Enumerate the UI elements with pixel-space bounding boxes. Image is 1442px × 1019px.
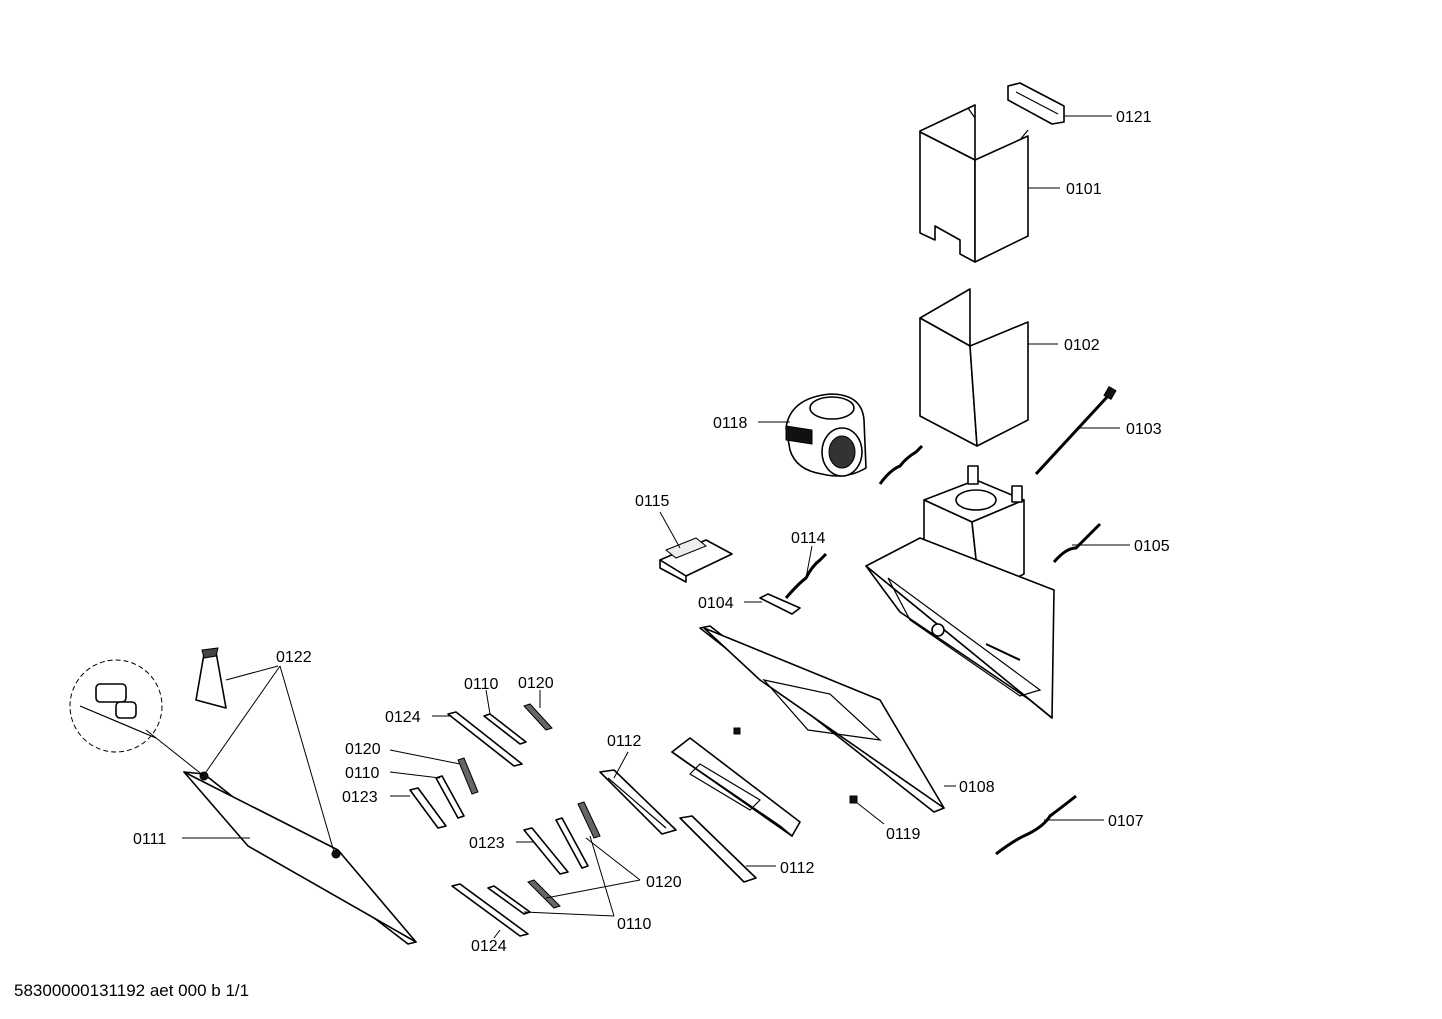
part-0120-lower-b: [527, 879, 561, 909]
callout-0103: 0103: [1126, 421, 1162, 438]
callout-0124-b: 0124: [471, 938, 507, 955]
callout-0101: 0101: [1066, 181, 1102, 198]
callout-0120-b: 0120: [345, 741, 381, 758]
callout-0107: 0107: [1108, 813, 1144, 830]
part-0112-lower: [679, 815, 757, 883]
part-0110-lower-a: [555, 817, 589, 869]
callout-0123-b: 0123: [469, 835, 505, 852]
callout-0122: 0122: [276, 649, 312, 666]
filter-frame: [671, 737, 801, 837]
callout-0108: 0108: [959, 779, 995, 796]
part-0118: [785, 393, 867, 477]
part-0105: [1052, 522, 1102, 563]
part-0107: [995, 794, 1077, 856]
callout-0102: 0102: [1064, 337, 1100, 354]
leader-lines: [145, 115, 1130, 939]
callout-0121: 0121: [1116, 109, 1152, 126]
part-0124-upper: [447, 711, 523, 767]
callout-0112-a: 0112: [607, 733, 642, 750]
callout-0110-c: 0110: [617, 916, 652, 933]
callout-0112-b: 0112: [780, 860, 815, 877]
part-0104: [759, 593, 801, 615]
callout-0114: 0114: [791, 530, 826, 547]
wire-harness-a: [878, 444, 924, 485]
part-0121: [1007, 82, 1065, 125]
part-0120-upper: [523, 703, 553, 731]
part-0123-mid: [409, 787, 447, 829]
part-0123-lower: [523, 827, 569, 875]
part-0102: [919, 288, 1029, 447]
hood-canopy: [865, 537, 1055, 719]
part-0124-lower: [451, 883, 529, 937]
callout-0123-a: 0123: [342, 789, 378, 806]
callout-0120-c: 0120: [646, 874, 682, 891]
part-0101: [919, 104, 1029, 263]
callout-0124-a: 0124: [385, 709, 421, 726]
callout-0105: 0105: [1134, 538, 1170, 555]
callout-0118: 0118: [713, 415, 748, 432]
callout-0119: 0119: [886, 826, 921, 843]
part-0110-upper: [483, 713, 527, 745]
callout-0120-a: 0120: [518, 675, 554, 692]
callout-labels: 0121 0101 0102 0103 0118 0115 0114 0105 …: [133, 109, 1170, 955]
callout-0115: 0115: [635, 493, 670, 510]
part-0119: [733, 727, 858, 804]
part-0120-mid: [457, 757, 479, 795]
part-0103: [1034, 385, 1117, 476]
part-0108: [699, 625, 945, 813]
detail-callout: [69, 659, 163, 753]
part-0122-cone: [195, 647, 227, 709]
document-id-footer: 58300000131192 aet 000 b 1/1: [14, 981, 250, 1000]
callout-0104: 0104: [698, 595, 734, 612]
callout-0110-a: 0110: [464, 676, 499, 693]
part-0120-lower-a: [577, 801, 601, 839]
callout-0111: 0111: [133, 831, 166, 848]
part-0112-upper: [599, 769, 677, 835]
callout-0110-b: 0110: [345, 765, 380, 782]
part-0110-mid: [435, 775, 465, 819]
part-0115: [659, 537, 733, 583]
part-0111: [183, 771, 417, 945]
